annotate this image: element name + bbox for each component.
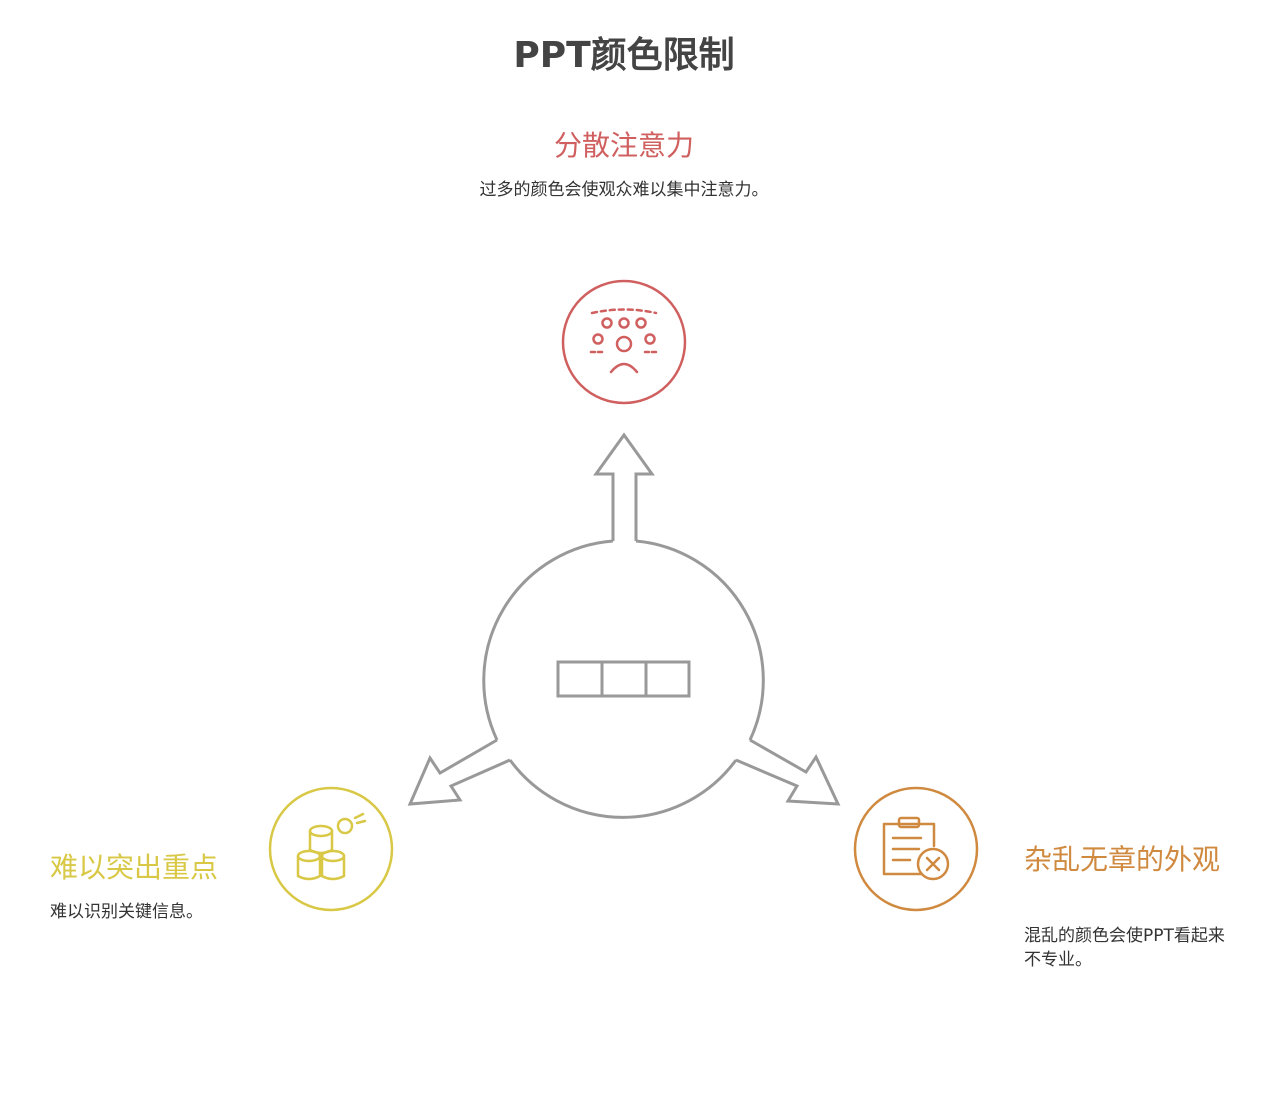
right-node-description: 混乱的颜色会使PPT看起来不专业。 [1024, 926, 1225, 970]
left-node-description: 难以识别关键信息。 [50, 902, 203, 922]
hub [407, 432, 841, 819]
top-node-title: 分散注意力 [553, 129, 694, 162]
three-box-icon [556, 660, 691, 698]
arrow-up [593, 432, 655, 541]
right-node-title: 杂乱无章的外观 [1024, 843, 1221, 876]
clipboard-x-icon [853, 786, 979, 912]
stacked-coins-icon [268, 786, 394, 912]
top-node-description: 过多的颜色会使观众难以集中注意力。 [479, 180, 769, 200]
page-title: PPT颜色限制 [513, 35, 735, 76]
arrow-down-left [407, 738, 511, 806]
arrow-down-right [735, 738, 841, 806]
left-node-title: 难以突出重点 [50, 851, 219, 884]
crowd-distracted-icon [561, 279, 687, 405]
hub-circle [482, 539, 765, 819]
